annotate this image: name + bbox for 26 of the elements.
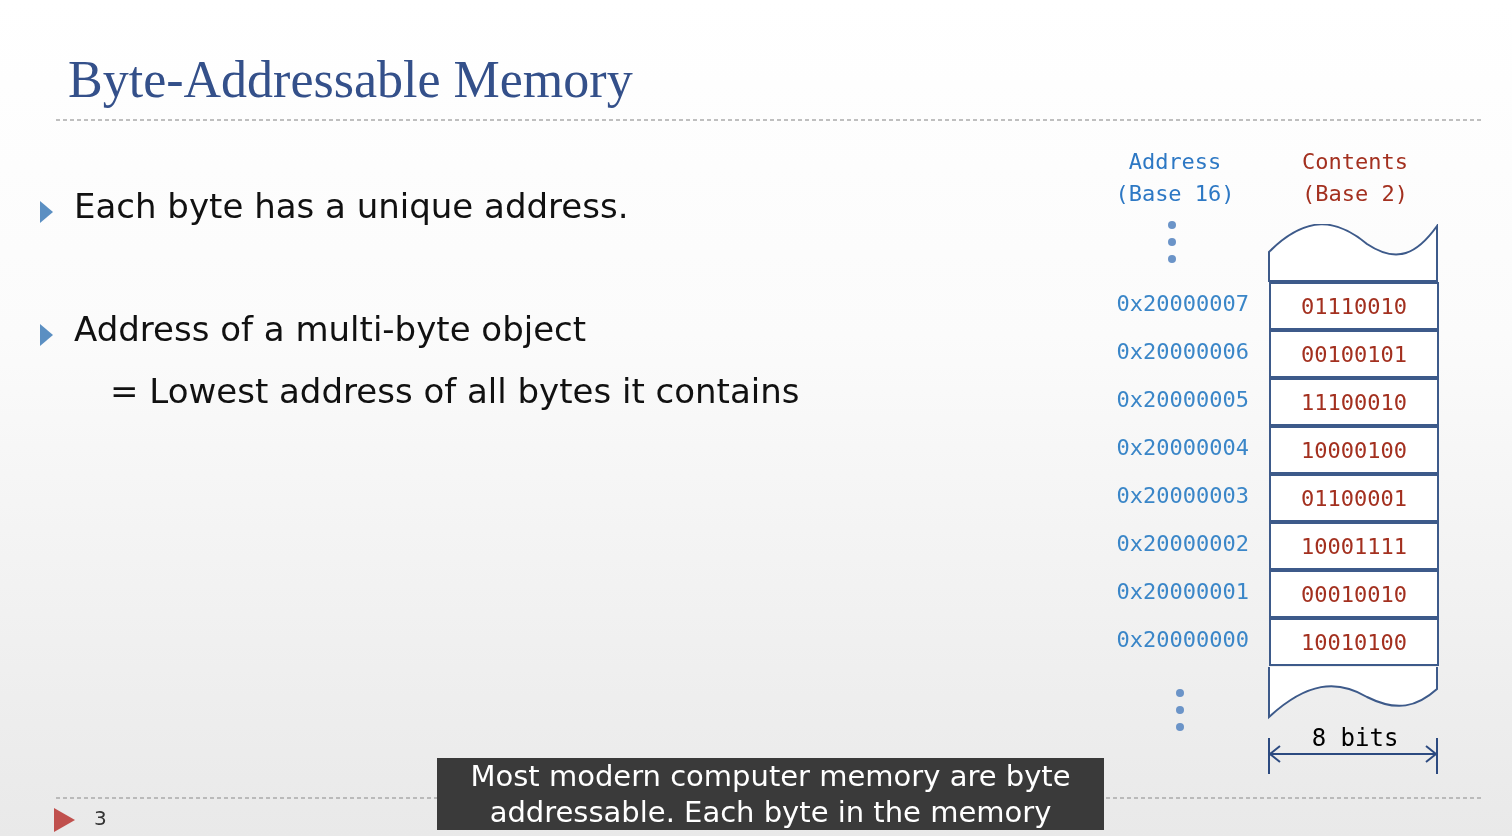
bullet-text: Each byte has a unique address. [74, 186, 629, 226]
address-text: 0x20000003 [1115, 482, 1249, 510]
address-text: 0x20000001 [1115, 578, 1249, 606]
dimension-text: 8 bits [1310, 724, 1400, 752]
memory-cell: 10001111 [1269, 522, 1439, 570]
column-header: Contents (Base 2) [1301, 148, 1409, 208]
memory-cell: 00100101 [1269, 330, 1439, 378]
address-text: 0x20000006 [1115, 338, 1249, 366]
memory-cell: 01100001 [1269, 474, 1439, 522]
address-text: 0x20000002 [1115, 530, 1249, 558]
address-text: 0x20000005 [1115, 386, 1249, 414]
column-header: Address (Base 16) [1114, 148, 1236, 208]
memory-cell: 10010100 [1269, 618, 1439, 666]
subtitle-caption: Most modern computer memory are byte addressable. Each byte in the memory [437, 758, 1104, 830]
wavy-memory-top [1267, 224, 1439, 282]
address-text: 0x20000007 [1115, 290, 1249, 318]
memory-cell: 10000100 [1269, 426, 1439, 474]
memory-cell: 00010010 [1269, 570, 1439, 618]
slide-title: Byte-Addressable Memory [68, 50, 633, 109]
address-text: 0x20000000 [1115, 626, 1249, 654]
bullet-text: = Lowest address of all bytes it contains [110, 371, 800, 411]
bullet-text: Address of a multi-byte object [74, 309, 587, 349]
address-text: 0x20000004 [1115, 434, 1249, 462]
memory-cell: 01110010 [1269, 282, 1439, 330]
page-number: 3 [94, 806, 107, 830]
memory-cell: 11100010 [1269, 378, 1439, 426]
